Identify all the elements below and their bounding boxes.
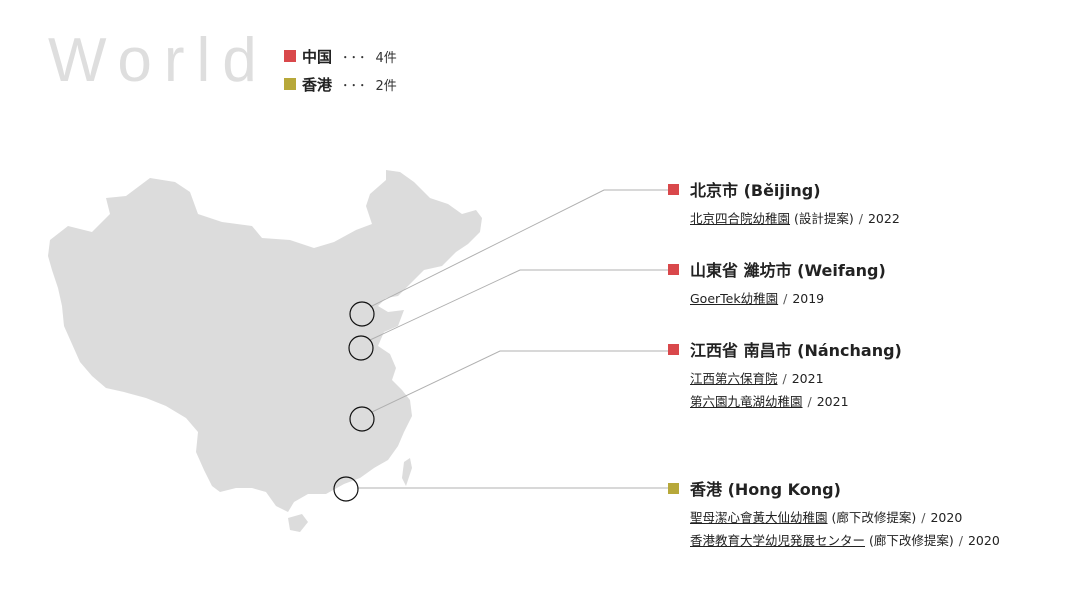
project-item: 香港教育大学幼児発展センター (廊下改修提案) / 2020 — [690, 529, 1000, 552]
location-name: 山東省 濰坊市 (Weifang) — [690, 261, 886, 280]
project-year: 2020 — [967, 533, 1000, 548]
legend-item-china: 中国 ･･･ 4件 — [284, 42, 397, 70]
project-separator: / — [858, 211, 863, 226]
project-note: (廊下改修提案) — [865, 533, 954, 548]
hongkong-swatch — [284, 78, 296, 90]
project-link[interactable]: 聖母潔心會黃大仙幼稚園 — [690, 510, 828, 525]
legend-dots: ･･･ — [342, 50, 368, 66]
project-year: 2022 — [867, 211, 900, 226]
marker-weifang[interactable] — [348, 335, 374, 361]
location-nanchang: 江西省 南昌市 (Nánchang) 江西第六保育院 / 2021 第六園九竜湖幼稚… — [668, 337, 902, 413]
project-separator: / — [782, 371, 787, 386]
marker-beijing[interactable] — [349, 301, 375, 327]
china-swatch — [284, 50, 296, 62]
project-separator: / — [958, 533, 963, 548]
project-separator: / — [921, 510, 926, 525]
location-swatch — [668, 263, 679, 275]
page-title: World — [48, 26, 269, 95]
location-hongkong: 香港 (Hong Kong) 聖母潔心會黃大仙幼稚園 (廊下改修提案) / 2020… — [668, 476, 1000, 552]
marker-hongkong[interactable] — [333, 476, 359, 502]
leader-line-nanchang — [371, 350, 668, 413]
location-name: 北京市 (Běijing) — [690, 181, 821, 200]
project-note: (廊下改修提案) — [827, 510, 917, 525]
legend-item-hongkong: 香港 ･･･ 2件 — [284, 70, 397, 98]
project-item: GoerTek幼稚園 / 2019 — [690, 287, 886, 310]
location-weifang: 山東省 濰坊市 (Weifang) GoerTek幼稚園 / 2019 — [668, 257, 886, 310]
project-item: 聖母潔心會黃大仙幼稚園 (廊下改修提案) / 2020 — [690, 506, 1000, 529]
project-link[interactable]: 香港教育大学幼児発展センター — [690, 533, 866, 548]
project-link[interactable]: 北京四合院幼稚園 — [690, 211, 791, 226]
project-item: 江西第六保育院 / 2021 — [690, 367, 902, 390]
location-name: 香港 (Hong Kong) — [690, 480, 841, 499]
location-beijing: 北京市 (Běijing) 北京四合院幼稚園 (設計提案) / 2022 — [668, 177, 900, 230]
legend-label: 中国 — [302, 47, 333, 66]
project-separator: / — [807, 394, 812, 409]
taiwan-island-shape — [402, 458, 412, 486]
hainan-island-shape — [288, 514, 308, 532]
project-year: 2021 — [791, 371, 824, 386]
legend-count: 4件 — [375, 50, 397, 66]
project-link[interactable]: 第六園九竜湖幼稚園 — [690, 394, 803, 409]
project-link[interactable]: 江西第六保育院 — [690, 371, 778, 386]
location-swatch — [668, 343, 679, 355]
location-swatch — [668, 183, 679, 195]
legend-label: 香港 — [302, 75, 333, 94]
location-swatch — [668, 482, 679, 494]
leader-line-beijing — [369, 189, 668, 308]
location-name: 江西省 南昌市 (Nánchang) — [690, 341, 902, 360]
project-note: (設計提案) — [790, 211, 854, 226]
legend-dots: ･･･ — [342, 78, 368, 94]
legend-count: 2件 — [375, 78, 397, 94]
legend: 中国 ･･･ 4件 香港 ･･･ 2件 — [284, 42, 397, 98]
china-mainland-shape — [48, 170, 482, 512]
project-separator: / — [783, 291, 788, 306]
leader-line-weifang — [369, 269, 668, 341]
project-item: 第六園九竜湖幼稚園 / 2021 — [690, 390, 902, 413]
project-item: 北京四合院幼稚園 (設計提案) / 2022 — [690, 207, 900, 230]
marker-nanchang[interactable] — [349, 406, 375, 432]
project-link[interactable]: GoerTek幼稚園 — [690, 291, 779, 306]
project-year: 2021 — [816, 394, 849, 409]
project-year: 2020 — [930, 510, 963, 525]
project-year: 2019 — [792, 291, 825, 306]
